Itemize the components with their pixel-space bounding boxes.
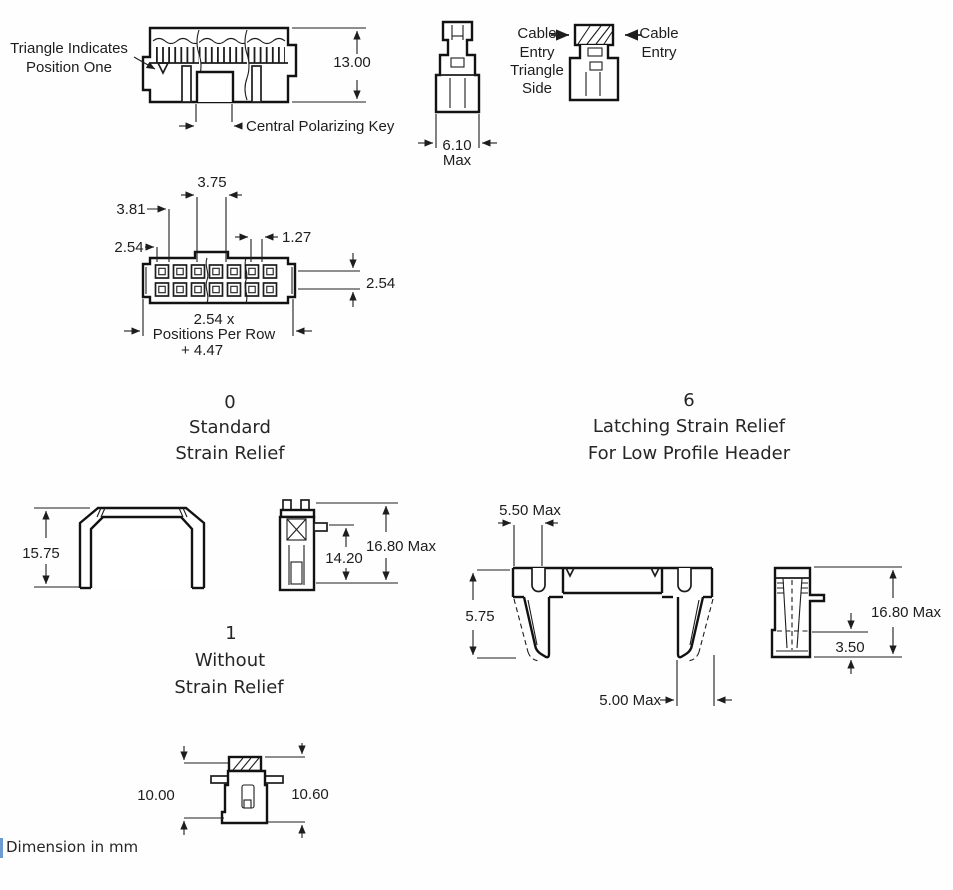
front-view-drawing: [141, 26, 298, 104]
dim-2-54-row: 2.54: [366, 275, 395, 292]
latching-side-drawing: 16.80 Max 3.50: [770, 566, 942, 674]
dim-14-20: 14.20: [325, 550, 363, 567]
standard-title-2: Strain Relief: [175, 443, 285, 464]
standard-clip-drawing: 15.75: [22, 506, 206, 590]
without-title-2: Strain Relief: [174, 677, 284, 698]
central-polarizing-key-notch: [195, 70, 235, 102]
position-one-label: Position One: [26, 59, 112, 76]
cable-entry-label-2: Entry: [641, 44, 677, 61]
dim-3-50: 3.50: [835, 639, 864, 656]
dim-1-27: 1.27: [282, 229, 311, 246]
side-view-drawing: 6.10 Max: [418, 20, 497, 169]
standard-title-1: Standard: [189, 417, 271, 438]
footer: Dimension in mm: [0, 838, 138, 858]
dim-6-10: 6.10: [442, 137, 471, 154]
dim-6-10-max: Max: [443, 152, 472, 169]
without-title-1: Without: [195, 650, 265, 671]
cable-entry-triangle-label-2: Entry: [519, 44, 555, 61]
latching-title-2: For Low Profile Header: [588, 443, 791, 464]
pitch-view-drawing: [141, 250, 297, 305]
dim-5-00-max: 5.00 Max: [599, 692, 661, 709]
dimension-units-note: Dimension in mm: [6, 838, 138, 856]
dim-15-75: 15.75: [22, 545, 60, 562]
dim-10-60: 10.60: [291, 786, 329, 803]
standard-option-heading: 0 Standard Strain Relief: [175, 392, 285, 464]
cable-entry-triangle-label-3: Triangle: [510, 62, 564, 79]
option-code-6: 6: [683, 390, 694, 411]
width-formula-3: + 4.47: [181, 342, 223, 359]
cable-entry-label-1: Cable: [639, 25, 678, 42]
dim-5-50-max: 5.50 Max: [499, 502, 561, 519]
dim-16-80-latching: 16.80 Max: [871, 604, 942, 621]
width-formula-2: Positions Per Row: [153, 326, 276, 343]
option-code-1: 1: [225, 623, 236, 644]
dim-3-75: 3.75: [197, 174, 226, 191]
without-view-drawing: 10.00 10.60: [137, 743, 329, 838]
cable-entry-drawing: Cable Entry Triangle Side Cable Entry: [510, 23, 679, 102]
dim-2-54-pitch: 2.54: [114, 239, 143, 256]
triangle-indicates-label: Triangle Indicates: [10, 40, 128, 57]
dim-5-75: 5.75: [465, 608, 494, 625]
dim-16-80-standard: 16.80 Max: [366, 538, 437, 555]
dim-10-00: 10.00: [137, 787, 175, 804]
latching-clip-drawing: 5.50 Max 5.75 5.00 Max: [465, 502, 732, 709]
latching-option-heading: 6 Latching Strain Relief For Low Profile…: [588, 390, 791, 464]
front-view-annotations: Triangle Indicates Position One 13.00 Ce…: [10, 27, 395, 135]
position-one-triangle-marker: [156, 62, 170, 75]
dim-13-00: 13.00: [333, 54, 371, 71]
cable-entry-triangle-label-4: Side: [522, 80, 552, 97]
standard-side-drawing: 14.20 16.80 Max: [278, 499, 437, 592]
central-polarizing-key-label: Central Polarizing Key: [246, 118, 395, 135]
dim-3-81: 3.81: [116, 201, 145, 218]
width-formula-1: 2.54 x: [194, 311, 235, 328]
pitch-view-dimensions: 3.75 3.81 2.54 1.27 2.54 2.54 x Position…: [114, 174, 395, 359]
option-code-0: 0: [224, 392, 235, 413]
without-option-heading: 1 Without Strain Relief: [174, 623, 284, 698]
latching-title-1: Latching Strain Relief: [593, 416, 786, 437]
page-edge-mark: [0, 838, 3, 858]
cable-entry-triangle-label-1: Cable: [517, 25, 556, 42]
